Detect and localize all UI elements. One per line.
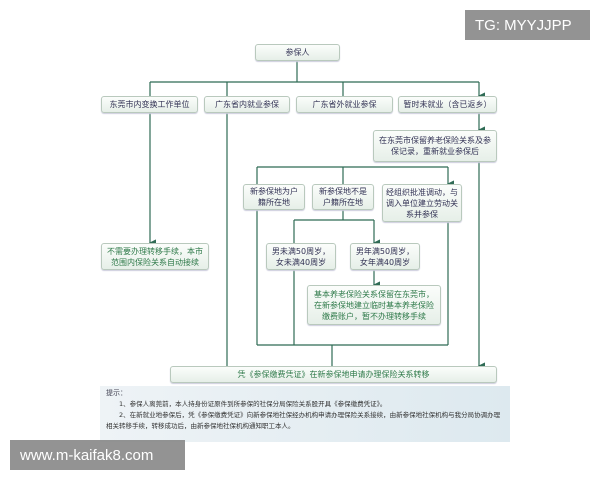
node-in-province: 广东省内就业参保 bbox=[204, 96, 290, 113]
node-under-age: 男未满50周岁，女未满40周岁 bbox=[266, 243, 336, 270]
tip-item: 2、在新就业地参保后，凭《参保缴费凭证》向新参保地社保经办机构申请办理保险关系接… bbox=[106, 411, 501, 430]
tips-panel: 提示： 1、参保人离莞前，本人持身份证原件到所参保的社保分局保险关系股开具《参保… bbox=[100, 386, 510, 442]
root-node: 参保人 bbox=[255, 44, 340, 61]
node-no-transfer: 不需要办理转移手续，本市范围内保险关系自动接续 bbox=[101, 243, 209, 270]
node-retain: 在东莞市保留养老保险关系及参保记录，重新就业参保后 bbox=[373, 130, 497, 162]
node-approved-transfer: 经组织批准调动，与调入单位建立劳动关系并参保 bbox=[382, 184, 462, 222]
node-not-hukou: 新参保地不是户籍所在地 bbox=[312, 184, 374, 210]
node-out-province: 广东省外就业参保 bbox=[296, 96, 393, 113]
node-over-age: 男年满50周岁，女年满40周岁 bbox=[350, 243, 420, 270]
node-city-change: 东莞市内变换工作单位 bbox=[101, 96, 198, 113]
watermark-bottom: www.m-kaifak8.com bbox=[10, 440, 185, 470]
node-unemployed: 暂时未就业（含已返乡） bbox=[398, 96, 497, 113]
tip-item: 1、参保人离莞前，本人持身份证原件到所参保的社保分局保险关系股开具《参保缴费凭证… bbox=[119, 400, 387, 408]
tips-title: 提示： bbox=[106, 389, 127, 397]
watermark-top: TG: MYYJJPP bbox=[465, 10, 590, 40]
node-hukou: 新参保地为户籍所在地 bbox=[243, 184, 305, 210]
node-temp-account: 基本养老保险关系保留在东莞市，在新参保地建立临时基本养老保险缴费账户，暂不办理转… bbox=[307, 285, 441, 325]
node-final: 凭《参保缴费凭证》在新参保地申请办理保险关系转移 bbox=[170, 366, 497, 383]
